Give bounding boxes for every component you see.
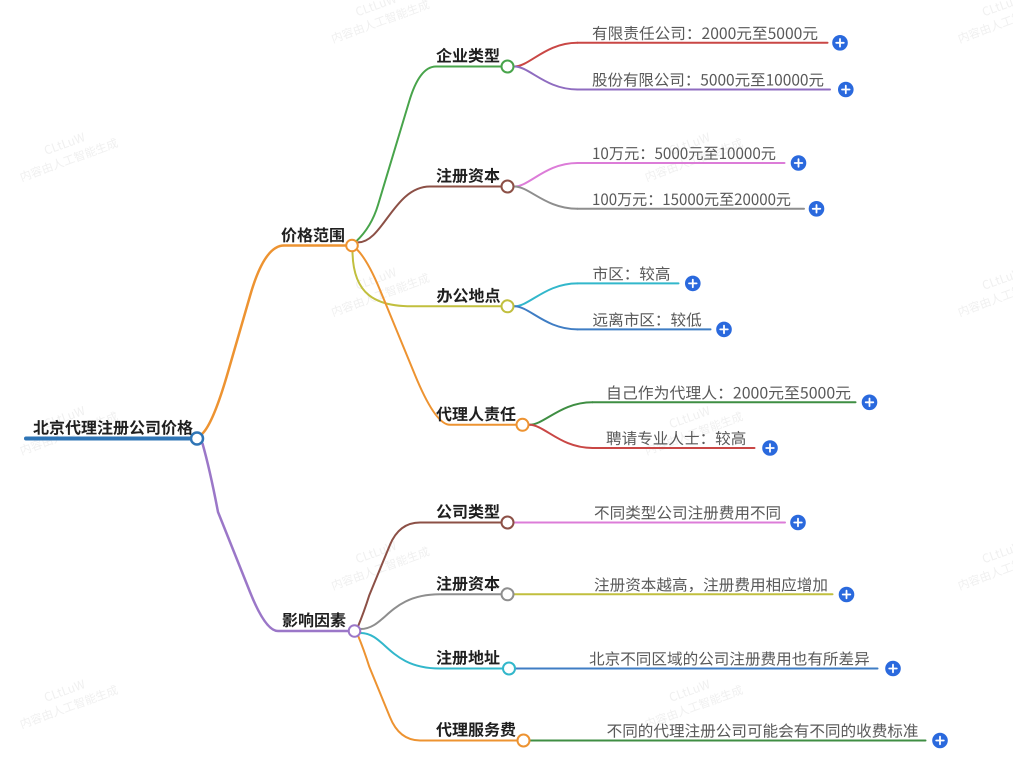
svg-text:北京代理注册公司价格: 北京代理注册公司价格 bbox=[33, 415, 193, 439]
svg-text:自己作为代理人：2000元至5000元: 自己作为代理人：2000元至5000元 bbox=[606, 381, 851, 403]
svg-text:影响因素: 影响因素 bbox=[282, 607, 346, 631]
svg-text:注册资本: 注册资本 bbox=[436, 163, 500, 187]
svg-text:10万元：5000元至10000元: 10万元：5000元至10000元 bbox=[592, 142, 776, 164]
svg-text:注册资本: 注册资本 bbox=[436, 570, 500, 594]
svg-text:不同的代理注册公司可能会有不同的收费标准: 不同的代理注册公司可能会有不同的收费标准 bbox=[607, 720, 919, 742]
svg-text:注册资本越高，注册费用相应增加: 注册资本越高，注册费用相应增加 bbox=[594, 574, 828, 596]
svg-text:北京不同区域的公司注册费用也有所差异: 北京不同区域的公司注册费用也有所差异 bbox=[589, 648, 870, 670]
svg-text:股份有限公司：5000元至10000元: 股份有限公司：5000元至10000元 bbox=[592, 69, 824, 91]
svg-text:聘请专业人士：较高: 聘请专业人士：较高 bbox=[606, 427, 746, 449]
svg-text:代理人责任: 代理人责任 bbox=[436, 401, 516, 425]
svg-text:办公地点: 办公地点 bbox=[437, 282, 501, 306]
svg-text:企业类型: 企业类型 bbox=[436, 43, 500, 67]
svg-text:代理服务费: 代理服务费 bbox=[436, 717, 516, 741]
svg-text:市区：较高: 市区：较高 bbox=[593, 262, 671, 284]
svg-text:价格范围: 价格范围 bbox=[281, 222, 345, 246]
svg-text:有限责任公司：2000元至5000元: 有限责任公司：2000元至5000元 bbox=[592, 22, 818, 44]
svg-text:公司类型: 公司类型 bbox=[436, 499, 500, 523]
svg-text:注册地址: 注册地址 bbox=[436, 645, 500, 669]
svg-text:100万元：15000元至20000元: 100万元：15000元至20000元 bbox=[592, 188, 791, 210]
svg-text:远离市区：较低: 远离市区：较低 bbox=[593, 308, 703, 330]
svg-text:不同类型公司注册费用不同: 不同类型公司注册费用不同 bbox=[594, 502, 781, 524]
